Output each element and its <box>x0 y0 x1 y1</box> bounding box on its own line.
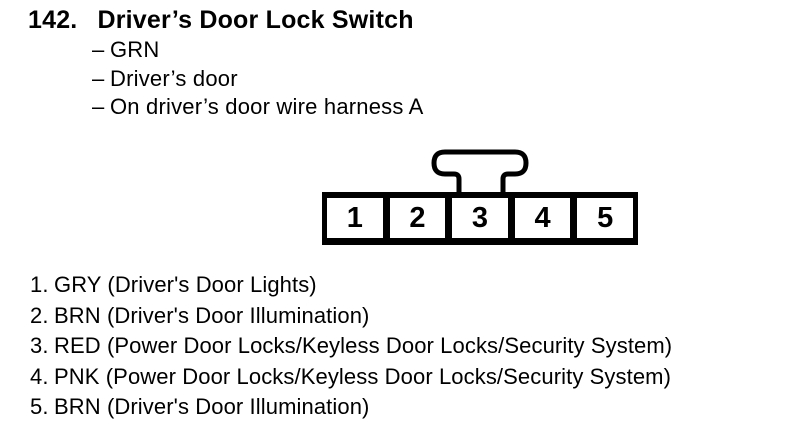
connector-body: 1 2 3 4 5 <box>322 192 638 245</box>
pin-number: 3 <box>471 201 489 234</box>
pin-number: 1 <box>346 201 363 234</box>
legend-item-number: 2. <box>30 302 49 328</box>
legend-item-number: 4. <box>30 363 49 389</box>
legend-item-number: 3. <box>30 333 49 359</box>
detail-text: GRN <box>110 37 160 62</box>
legend-item-label: BRN (Driver's Door Illumination) <box>54 394 370 420</box>
pin-number: 2 <box>409 201 426 234</box>
pin-cell-1: 1 <box>327 198 383 238</box>
page-title-text: Driver’s Door Lock Switch <box>97 6 414 34</box>
pin-number: 5 <box>597 201 614 234</box>
pin-cell-4: 4 <box>514 198 571 238</box>
dash-bullet: – <box>92 37 105 62</box>
legend-item-number: 1. <box>30 272 49 297</box>
pin-cell-5: 5 <box>577 198 633 238</box>
pin-cell-3: 3 <box>452 198 508 238</box>
legend-item: 4. PNK (Power Door Locks/Keyless Door Lo… <box>30 362 672 393</box>
legend-item-label: BRN (Driver's Door Illumination) <box>54 302 370 328</box>
legend-item-label: RED (Power Door Locks/Keyless Door Locks… <box>54 333 673 359</box>
item-number: 142. <box>28 6 78 34</box>
legend-item-label: PNK (Power Door Locks/Keyless Door Locks… <box>54 363 672 389</box>
detail-item: – GRN <box>92 36 424 65</box>
dash-bullet: – <box>92 65 105 91</box>
legend-item: 1. GRY (Driver's Door Lights) <box>30 270 672 301</box>
legend-item-label: GRY (Driver's Door Lights) <box>54 272 317 297</box>
legend-item: 5. BRN (Driver's Door Illumination) <box>30 392 672 423</box>
dash-bullet: – <box>92 94 105 120</box>
detail-list: – GRN – Driver’s door – On driver’s door… <box>92 36 424 122</box>
pin-number: 4 <box>534 201 551 234</box>
pin-legend: 1. GRY (Driver's Door Lights) 2. BRN (Dr… <box>30 270 672 423</box>
detail-item: – Driver’s door <box>92 65 424 94</box>
page-title: 142. Driver’s Door Lock Switch <box>28 8 414 33</box>
legend-item: 2. BRN (Driver's Door Illumination) <box>30 301 672 332</box>
detail-text: On driver’s door wire harness A <box>110 94 424 120</box>
connector-latch-icon <box>431 149 529 198</box>
detail-text: Driver’s door <box>110 65 238 91</box>
legend-item: 3. RED (Power Door Locks/Keyless Door Lo… <box>30 331 672 362</box>
pin-cell-2: 2 <box>389 198 446 238</box>
legend-item-number: 5. <box>30 394 49 420</box>
detail-item: – On driver’s door wire harness A <box>92 93 424 122</box>
